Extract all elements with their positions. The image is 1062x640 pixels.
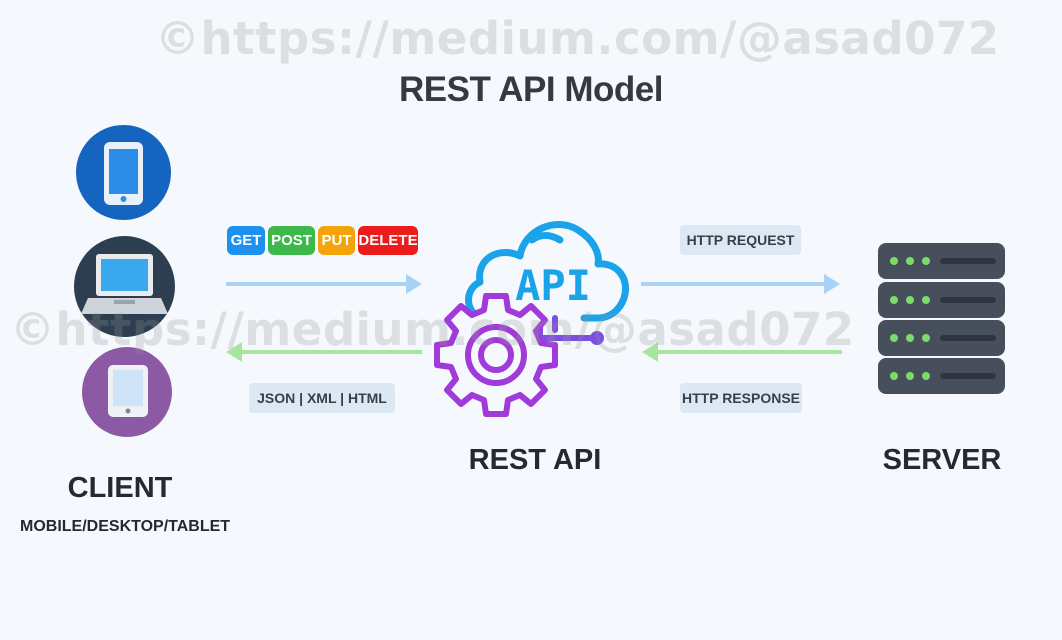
page-title: REST API Model bbox=[399, 70, 663, 109]
method-post-badge: POST bbox=[268, 226, 315, 255]
method-delete-badge: DELETE bbox=[358, 226, 418, 255]
api-cloud-icon bbox=[465, 221, 629, 322]
http-response-chip: HTTP RESPONSE bbox=[680, 383, 802, 413]
client-label: CLIENT bbox=[67, 472, 173, 504]
client-sublabel: MOBILE/DESKTOP/TABLET bbox=[20, 518, 231, 535]
tablet-icon bbox=[82, 347, 172, 437]
mobile-icon bbox=[76, 125, 171, 220]
method-get-badge: GET bbox=[227, 226, 265, 255]
server-to-api-arrow bbox=[642, 342, 842, 362]
client-to-api-arrow bbox=[226, 274, 422, 294]
server-icon bbox=[878, 243, 1005, 394]
watermark-top: ©https://medium.com/@asad072 bbox=[155, 12, 1000, 65]
response-formats-chip: JSON | XML | HTML bbox=[249, 383, 395, 413]
api-to-server-arrow bbox=[641, 274, 840, 294]
laptop-icon bbox=[74, 236, 175, 337]
method-put-badge: PUT bbox=[318, 226, 355, 255]
http-request-chip: HTTP REQUEST bbox=[680, 225, 801, 255]
rest-api-label: REST API bbox=[468, 444, 602, 476]
api-logo-text: API bbox=[515, 261, 591, 310]
api-to-client-arrow bbox=[226, 342, 422, 362]
server-label: SERVER bbox=[882, 444, 1002, 476]
watermark-middle: ©https://medium.com/@asad072 bbox=[10, 303, 855, 356]
gear-icon bbox=[434, 293, 558, 417]
